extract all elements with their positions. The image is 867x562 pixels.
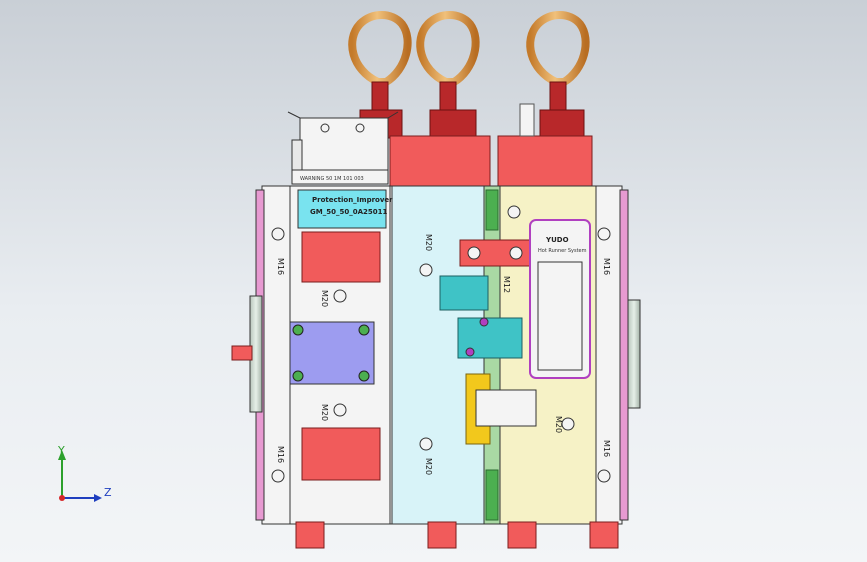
nozzle-side	[231, 345, 253, 361]
yudo-nameplate: YUDO Hot Runner System	[529, 219, 591, 379]
brand-text: YUDO	[545, 236, 569, 244]
guide-rod-right	[627, 299, 641, 409]
top-block-left	[389, 135, 491, 187]
yellow-clamp	[465, 373, 537, 445]
bolt-heads	[271, 205, 611, 483]
product-line-1: Protection_Improver	[312, 196, 393, 204]
thread-label-m20-c: M20	[424, 234, 433, 251]
axis-triad: Y Z	[57, 444, 112, 502]
foot-1	[295, 521, 325, 549]
eyebolt-middle	[416, 11, 480, 113]
top-block-right	[497, 135, 593, 187]
warning-plate	[291, 169, 389, 185]
thread-label-m20-a: M20	[320, 290, 329, 307]
thread-label-m16-bl: M16	[276, 446, 285, 463]
product-line-2: GM_50_50_0A25011	[310, 208, 387, 216]
eyebolt-right	[526, 11, 590, 113]
axis-z-label: Z	[104, 486, 112, 499]
junction-box	[289, 321, 375, 385]
foot-2	[427, 521, 457, 549]
thread-label-m12: M12	[502, 276, 511, 293]
eyebolt-base-right	[539, 109, 585, 139]
teal-connector-top	[439, 275, 489, 311]
connector-stub	[519, 103, 535, 137]
thread-label-m20-b: M20	[320, 404, 329, 421]
warning-text: WARNING 50 1M 101 003	[300, 176, 364, 182]
thread-label-m16-br: M16	[602, 440, 611, 457]
product-plate	[297, 189, 387, 229]
eyebolt-left	[348, 11, 412, 113]
axis-y-label: Y	[57, 444, 65, 457]
thread-label-m20-e: M20	[554, 416, 563, 433]
brand-sub: Hot Runner System	[538, 248, 587, 254]
teal-connector-bottom	[457, 317, 523, 359]
eyebolt-base-middle	[429, 109, 477, 139]
connector-housing	[287, 111, 399, 173]
pink-edge-right	[619, 189, 629, 521]
heater-plate-bottom	[301, 427, 381, 481]
foot-3	[507, 521, 537, 549]
red-clamp	[459, 239, 531, 267]
thread-label-m20-d: M20	[424, 458, 433, 475]
thread-label-m16-tr: M16	[602, 258, 611, 275]
heater-plate-top	[301, 231, 381, 283]
foot-4	[589, 521, 619, 549]
thread-label-m16-tl: M16	[276, 258, 285, 275]
